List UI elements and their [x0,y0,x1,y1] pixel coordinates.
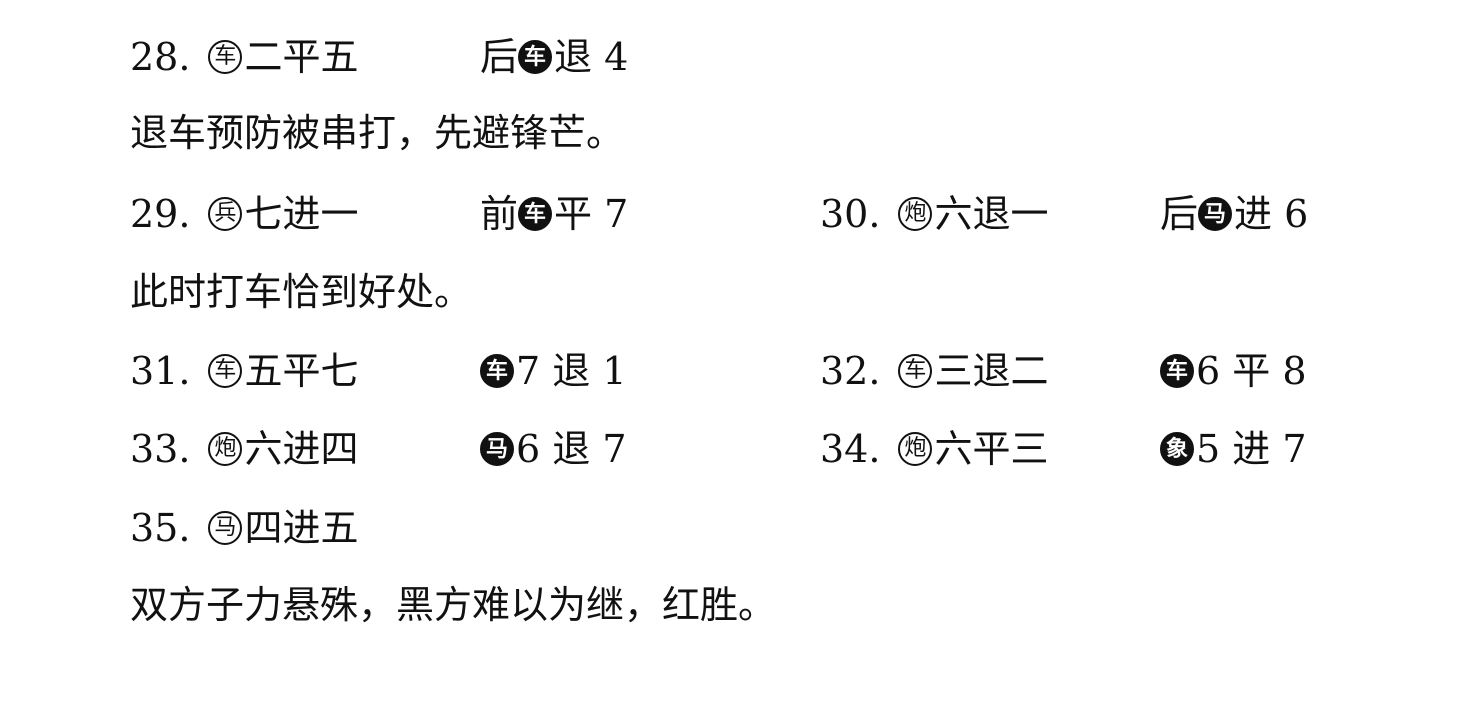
red-soldier-piece-icon: 兵 [208,197,243,231]
black-move-text: 平 7 [554,192,629,236]
red-horse-piece-icon: 马 [208,511,243,545]
move-number: 35. [130,506,191,550]
black-move-34: 象 5 进 7 [1160,430,1307,468]
red-move-text: 三退二 [934,349,1049,393]
black-move-text: 6 退 7 [516,427,627,471]
move-number: 28. [130,35,191,79]
black-move-text: 退 4 [554,35,629,79]
comment-line: 退车预防被串打，先避锋芒。 [130,111,625,155]
red-move-text: 二平五 [244,35,359,79]
red-move: 车 五平七 [208,352,358,390]
comment-line: 此时打车恰到好处。 [130,270,473,314]
red-move-text: 六退一 [934,192,1049,236]
black-move-30: 后 马 进 6 [1160,195,1308,233]
red-move-text: 五平七 [244,349,359,393]
red-cannon-piece-icon: 炮 [208,432,243,466]
move-35: 35. 马 四进五 [130,509,358,547]
red-move-text: 六平三 [934,427,1049,471]
move-28: 28. 车 二平五 [130,38,358,76]
black-move-text: 5 进 7 [1196,427,1307,471]
red-move-text: 六进四 [244,427,359,471]
move-34: 34. 炮 六平三 [820,430,1048,468]
move-33: 33. 炮 六进四 [130,430,358,468]
red-move: 兵 七进一 [208,195,358,233]
red-move: 炮 六进四 [208,430,358,468]
black-move-prefix: 后 [480,35,519,79]
black-chariot-piece-icon: 车 [518,197,553,231]
comment-line: 双方子力悬殊，黑方难以为继，红胜。 [130,583,777,627]
black-move-32: 车 6 平 8 [1160,352,1307,390]
black-move-prefix: 前 [480,192,519,236]
move-31: 31. 车 五平七 [130,352,358,390]
red-move-text: 四进五 [244,506,359,550]
move-number: 33. [130,427,191,471]
red-cannon-piece-icon: 炮 [898,197,933,231]
red-move: 炮 六平三 [898,430,1048,468]
black-horse-piece-icon: 马 [480,432,514,466]
red-move: 炮 六退一 [898,195,1048,233]
move-29: 29. 兵 七进一 [130,195,358,233]
black-move-29: 前 车 平 7 [480,195,628,233]
red-chariot-piece-icon: 车 [898,354,933,388]
red-cannon-piece-icon: 炮 [898,432,933,466]
black-chariot-piece-icon: 车 [1160,354,1194,388]
black-move-text: 进 6 [1234,192,1309,236]
move-number: 34. [820,427,881,471]
red-move: 车 三退二 [898,352,1048,390]
black-move-28: 后 车 退 4 [480,38,628,76]
move-number: 31. [130,349,191,393]
move-number: 32. [820,349,881,393]
black-horse-piece-icon: 马 [1198,197,1233,231]
red-move-text: 七进一 [244,192,359,236]
black-move-33: 马 6 退 7 [480,430,627,468]
black-elephant-piece-icon: 象 [1160,432,1194,466]
black-move-prefix: 后 [1160,192,1199,236]
move-30: 30. 炮 六退一 [820,195,1048,233]
red-move: 车 二平五 [208,38,358,76]
red-chariot-piece-icon: 车 [208,40,243,74]
red-move: 马 四进五 [208,509,358,547]
black-chariot-piece-icon: 车 [480,354,514,388]
black-move-text: 7 退 1 [516,349,627,393]
red-chariot-piece-icon: 车 [208,354,243,388]
move-number: 30. [820,192,881,236]
black-move-31: 车 7 退 1 [480,352,627,390]
move-32: 32. 车 三退二 [820,352,1048,390]
black-move-text: 6 平 8 [1196,349,1307,393]
move-number: 29. [130,192,191,236]
black-chariot-piece-icon: 车 [518,40,553,74]
